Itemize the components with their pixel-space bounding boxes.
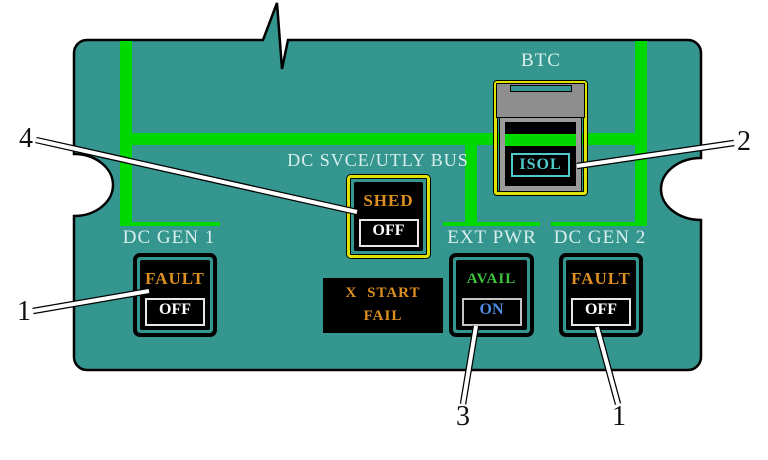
mid-vertical-bus <box>465 144 477 226</box>
gen2-feeder-line <box>551 222 647 226</box>
btc-contactor-switch[interactable]: ISOL <box>494 81 587 195</box>
btc-switch-slot <box>509 85 572 92</box>
ext-pwr-label: EXT PWR <box>447 227 537 248</box>
ext-pwr-avail-caption: AVAIL <box>466 270 517 287</box>
right-vertical-bus <box>635 41 647 226</box>
gen2-fault-caption: FAULT <box>571 269 631 288</box>
ext-pwr-button-legend: AVAIL ON <box>456 260 527 330</box>
callout-1-right: 1 <box>612 401 626 432</box>
ext-pwr-on-caption: ON <box>461 298 522 326</box>
ext-pwr-feeder-line <box>443 222 540 226</box>
btc-label: BTC <box>521 50 561 71</box>
dc-gen-1-button[interactable]: FAULT OFF <box>133 253 217 337</box>
x-start-caption: X START <box>345 285 421 301</box>
fail-caption: FAIL <box>363 308 403 324</box>
shed-button[interactable]: SHED OFF <box>347 175 430 258</box>
btc-window-black-band <box>505 122 576 134</box>
gen2-off-caption: OFF <box>571 298 631 326</box>
shed-off-caption: OFF <box>358 219 419 247</box>
gen1-feeder-line <box>121 222 220 226</box>
ext-pwr-button[interactable]: AVAIL ON <box>449 253 534 337</box>
callout-3: 3 <box>456 401 470 432</box>
dc-gen-2-label: DC GEN 2 <box>553 227 647 248</box>
callout-1-left: 1 <box>17 296 31 327</box>
shed-caption: SHED <box>363 190 414 210</box>
btc-isol-legend: ISOL <box>511 153 570 177</box>
shed-button-legend: SHED OFF <box>354 182 423 251</box>
gen1-fault-caption: FAULT <box>145 269 205 288</box>
btc-window-bus-band <box>505 134 576 146</box>
btc-switch-cap <box>497 84 584 117</box>
dc-gen-2-button[interactable]: FAULT OFF <box>559 253 643 337</box>
dc-gen-1-label: DC GEN 1 <box>122 227 216 248</box>
x-start-fail-annunciator: X START FAIL <box>323 278 443 333</box>
gen2-button-legend: FAULT OFF <box>566 260 636 330</box>
gen1-button-legend: FAULT OFF <box>140 260 210 330</box>
gen1-off-caption: OFF <box>145 298 205 326</box>
callout-4: 4 <box>19 123 33 154</box>
btc-switch-window: ISOL <box>500 117 581 191</box>
callout-2: 2 <box>737 126 751 157</box>
dc-svce-utly-bus-label: DC SVCE/UTLY BUS <box>287 150 469 170</box>
